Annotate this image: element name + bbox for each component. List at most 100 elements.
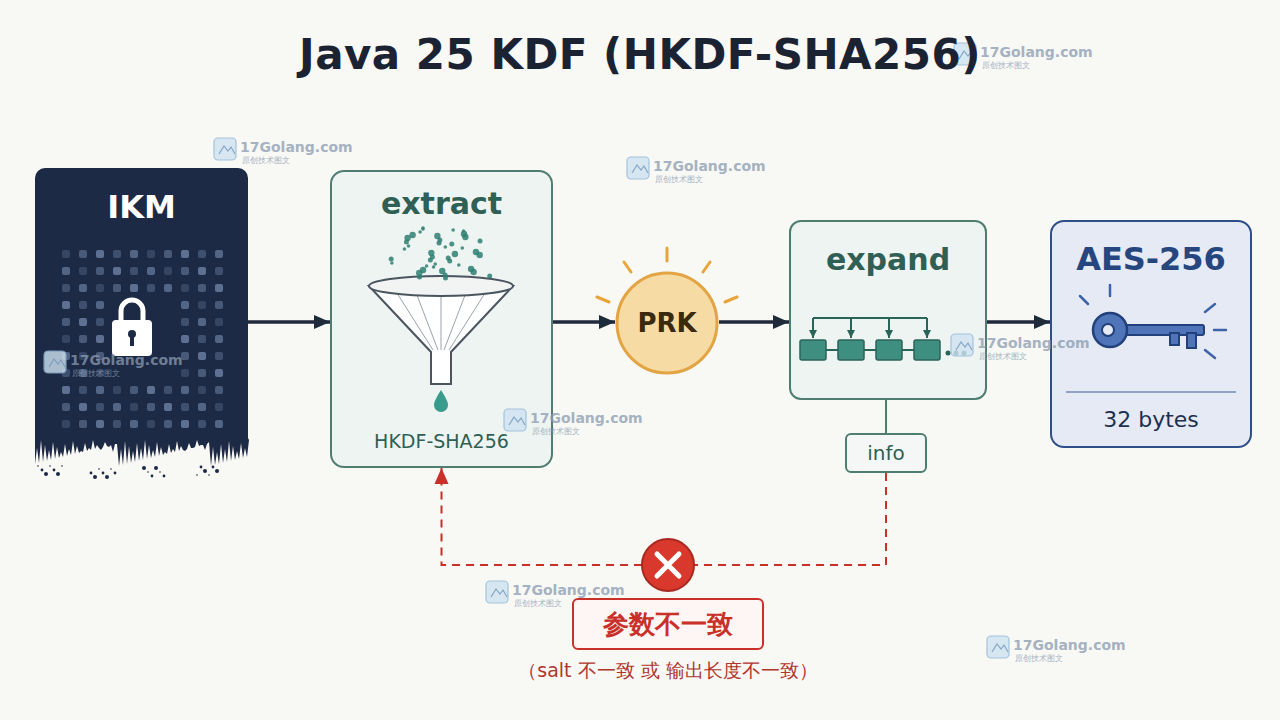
chain-link (800, 349, 940, 351)
speck (56, 472, 60, 476)
key-rays (1080, 285, 1226, 358)
ray (624, 262, 631, 272)
funnel-particles (389, 226, 493, 280)
icon-tile (987, 636, 1009, 658)
data-grid (62, 250, 223, 428)
data-dot (215, 284, 223, 292)
funnel-body (369, 286, 513, 384)
watermark-text: 17Golang.com (653, 158, 766, 174)
node-title: info (867, 441, 905, 465)
speck (147, 471, 149, 473)
data-dot (164, 403, 172, 411)
data-dot (79, 335, 87, 343)
data-dot (181, 318, 189, 326)
error-path (442, 468, 887, 565)
ray (1205, 304, 1215, 312)
data-dot (164, 250, 172, 258)
particle (428, 258, 433, 263)
watermark-text: 原创技术图文 (1015, 653, 1063, 664)
data-dot (62, 420, 70, 428)
data-dot (79, 250, 87, 258)
particle (449, 242, 454, 247)
data-dot (113, 403, 121, 411)
speck (105, 475, 109, 479)
speck (154, 466, 158, 470)
speck (151, 475, 154, 478)
divider-line (1066, 391, 1236, 393)
lock-keyhole (130, 336, 134, 346)
data-dot (130, 284, 138, 292)
icon-tile (44, 351, 66, 373)
ray (666, 248, 669, 261)
speck (93, 475, 97, 479)
data-dot (198, 284, 206, 292)
speck (215, 469, 219, 473)
data-dot (215, 352, 223, 360)
particle (457, 263, 461, 267)
ray (1205, 350, 1215, 358)
speck (208, 474, 210, 476)
data-dot (113, 267, 121, 275)
chain-dot (954, 351, 959, 356)
particle (439, 268, 445, 274)
chain-block (800, 340, 826, 360)
particle (461, 231, 467, 237)
data-dot (147, 250, 155, 258)
particle (470, 269, 476, 275)
node-title: extract (381, 186, 502, 221)
data-dot (215, 301, 223, 309)
data-dot (62, 301, 70, 309)
data-dot (164, 420, 172, 428)
flow-arrow (885, 400, 887, 433)
data-dot (147, 284, 155, 292)
data-dot (181, 420, 189, 428)
particle (404, 235, 410, 241)
data-dot (198, 250, 206, 258)
data-dot (164, 386, 172, 394)
data-dot (79, 386, 87, 394)
chain-bus (813, 317, 927, 319)
speck (114, 472, 117, 475)
key-tooth (1187, 333, 1196, 348)
data-dot (96, 335, 104, 343)
param-box: info (845, 433, 927, 473)
data-dot (198, 318, 206, 326)
data-dot (215, 386, 223, 394)
particle (487, 274, 492, 279)
output-box: AES-25632 bytes (1050, 220, 1252, 448)
speck (159, 471, 161, 473)
particle (437, 241, 442, 246)
data-dot (215, 369, 223, 377)
chain-icon (800, 318, 967, 360)
circle-shape (617, 273, 717, 373)
data-dot (198, 403, 206, 411)
funnel-hatch (395, 290, 487, 350)
data-dot (62, 318, 70, 326)
data-dot (62, 386, 70, 394)
icon-glyph (992, 644, 1008, 652)
data-dot (113, 250, 121, 258)
data-dot (79, 403, 87, 411)
error-cross (657, 554, 679, 576)
node-subtext: HKDF-SHA256 (374, 430, 509, 452)
watermark-text: 原创技术图文 (655, 174, 703, 185)
speck (61, 465, 63, 467)
ray (725, 297, 737, 302)
data-dot (130, 403, 138, 411)
flow-arrow (553, 320, 615, 324)
data-dot (130, 267, 138, 275)
particle (447, 259, 452, 264)
particle (421, 226, 425, 230)
data-dot (79, 318, 87, 326)
particle (407, 244, 411, 248)
node-title: PRK (637, 308, 696, 338)
data-dot (79, 369, 87, 377)
data-dot (96, 369, 104, 377)
particle (417, 275, 422, 280)
flow-arrow (248, 320, 330, 324)
speck (102, 472, 105, 475)
data-dot (181, 267, 189, 275)
data-dot (79, 352, 87, 360)
data-dot (96, 318, 104, 326)
